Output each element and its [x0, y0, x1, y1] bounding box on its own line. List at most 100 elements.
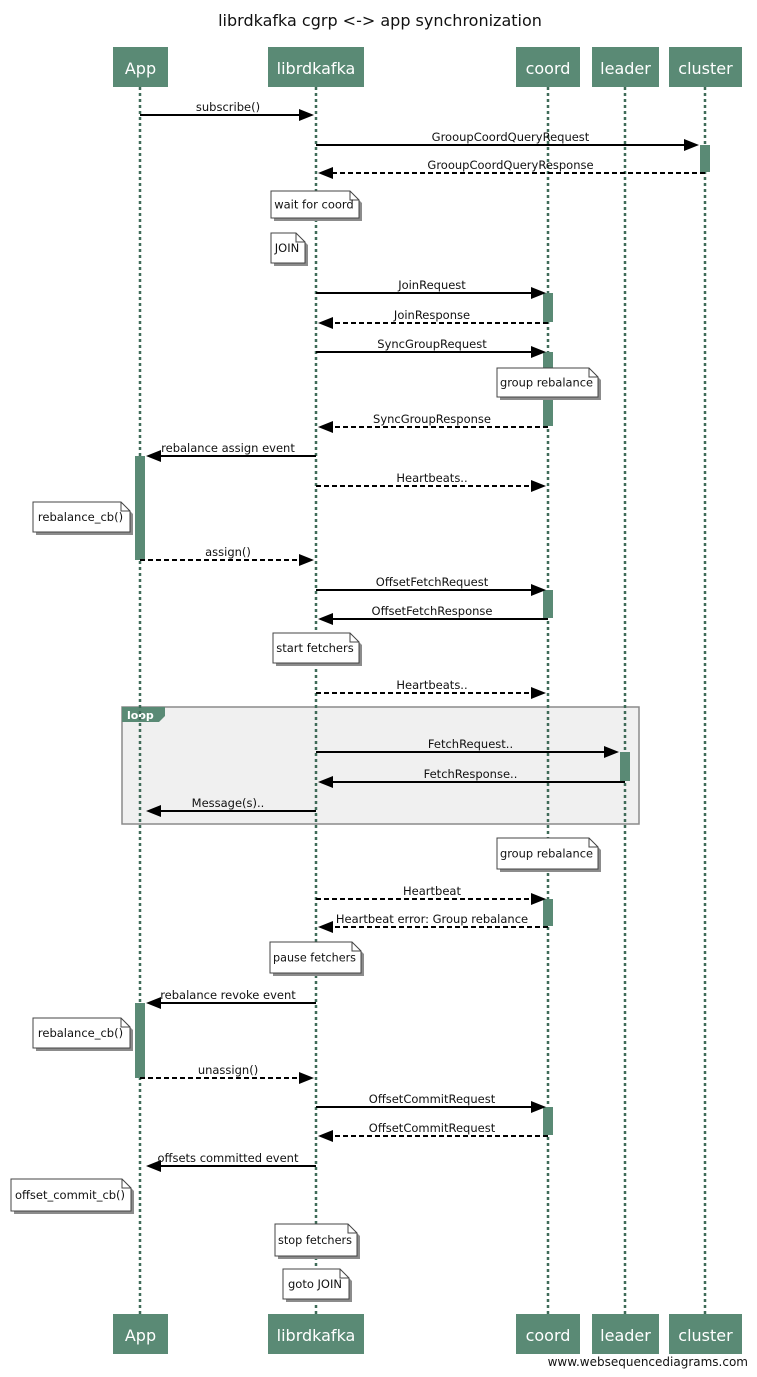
participant-coord-top: coord — [516, 47, 580, 87]
participant-label: cluster — [678, 1326, 733, 1345]
message-label: SyncGroupResponse — [373, 412, 491, 426]
message-arrow: OffsetFetchRequest — [316, 575, 546, 596]
message-arrow: SyncGroupResponse — [318, 412, 548, 433]
message-label: subscribe() — [196, 100, 260, 114]
message-arrow: FetchRequest.. — [316, 737, 619, 758]
message-label: Heartbeat error: Group rebalance — [336, 912, 528, 926]
message-label: SyncGroupRequest — [377, 337, 487, 351]
participant-label: cluster — [678, 59, 733, 78]
note: JOIN — [270, 232, 308, 266]
activation-app — [135, 456, 145, 560]
message-arrow: Message(s).. — [146, 796, 316, 817]
message-arrow: offsets committed event — [146, 1151, 316, 1172]
message-label: rebalance assign event — [161, 441, 295, 455]
message-arrow: Heartbeat — [316, 884, 546, 905]
message-arrow: Heartbeat error: Group rebalance — [318, 912, 548, 933]
message-arrow: subscribe() — [140, 100, 314, 121]
message-arrow: OffsetCommitRequest — [318, 1121, 548, 1142]
participant-coord-bottom: coord — [516, 1314, 580, 1354]
note-label: JOIN — [274, 241, 299, 255]
note: wait for coord — [270, 190, 362, 221]
participant-label: App — [125, 1326, 156, 1345]
message-label: FetchResponse.. — [424, 767, 518, 781]
message-arrow: Heartbeats.. — [316, 678, 546, 699]
message-arrow: JoinResponse — [318, 308, 548, 329]
message-label: unassign() — [198, 1063, 258, 1077]
loop-label: loop — [127, 709, 154, 722]
participant-cluster-bottom: cluster — [669, 1314, 742, 1354]
participant-leader-top: leader — [592, 47, 659, 87]
message-label: Heartbeats.. — [396, 678, 467, 692]
note-label: start fetchers — [276, 641, 353, 655]
activation-cluster — [700, 145, 710, 172]
participant-cluster-top: cluster — [669, 47, 742, 87]
message-arrow: GrooupCoordQueryResponse — [318, 158, 705, 179]
diagram-title: librdkafka cgrp <-> app synchronization — [218, 11, 542, 30]
participant-label: App — [125, 59, 156, 78]
message-arrow: rebalance revoke event — [146, 988, 316, 1009]
message-arrow: GrooupCoordQueryRequest — [316, 130, 699, 151]
message-label: FetchRequest.. — [428, 737, 513, 751]
message-arrow: OffsetFetchResponse — [318, 604, 548, 625]
message-label: GrooupCoordQueryResponse — [427, 158, 593, 172]
note: group rebalance — [496, 367, 601, 400]
loop-tab — [122, 707, 165, 722]
message-label: OffsetFetchRequest — [376, 575, 489, 589]
note: stop fetchers — [274, 1223, 360, 1259]
participant-app-bottom: App — [113, 1314, 168, 1354]
message-label: Heartbeat — [403, 884, 461, 898]
message-label: OffsetFetchResponse — [372, 604, 493, 618]
note-label: group rebalance — [500, 847, 593, 861]
message-label: OffsetCommitRequest — [369, 1092, 496, 1106]
note-label: wait for coord — [274, 198, 354, 212]
note-label: rebalance_cb() — [38, 510, 123, 524]
note: start fetchers — [272, 632, 362, 666]
note-label: pause fetchers — [273, 951, 356, 965]
participant-app-top: App — [113, 47, 168, 87]
activation-coord — [543, 293, 553, 322]
participant-label: coord — [526, 1326, 571, 1345]
footer-credit: www.websequencediagrams.com — [548, 1355, 748, 1369]
message-label: Heartbeats.. — [396, 471, 467, 485]
activation-coord — [543, 899, 553, 926]
activation-coord — [543, 1107, 553, 1135]
note: group rebalance — [496, 837, 601, 872]
messages: subscribe() GrooupCoordQueryRequestGrooup… — [140, 100, 705, 1172]
activation-leader — [620, 752, 630, 781]
message-arrow: SyncGroupRequest — [316, 337, 546, 358]
note-label: goto JOIN — [288, 1277, 342, 1291]
message-arrow: JoinRequest — [316, 278, 546, 299]
message-label: offsets committed event — [158, 1151, 299, 1165]
note-label: stop fetchers — [278, 1233, 352, 1247]
note-label: rebalance_cb() — [38, 1026, 123, 1040]
note: offset_commit_cb() — [10, 1178, 134, 1214]
message-label: assign() — [205, 545, 251, 559]
message-arrow: unassign() — [140, 1063, 314, 1084]
message-label: OffsetCommitRequest — [369, 1121, 496, 1135]
participant-leader-bottom: leader — [592, 1314, 659, 1354]
activation-coord — [543, 590, 553, 618]
participant-label: librdkafka — [277, 1326, 356, 1345]
lifelines — [138, 87, 707, 1314]
participant-label: librdkafka — [277, 59, 356, 78]
message-label: rebalance revoke event — [160, 988, 296, 1002]
loop-frame — [121, 706, 640, 825]
participant-label: coord — [526, 59, 571, 78]
message-arrow: OffsetCommitRequest — [316, 1092, 546, 1113]
activation-app — [135, 1003, 145, 1078]
participant-lib-bottom: librdkafka — [268, 1314, 364, 1354]
note-label: group rebalance — [500, 376, 593, 390]
message-label: GrooupCoordQueryRequest — [432, 130, 590, 144]
message-arrow: rebalance assign event — [146, 441, 316, 462]
message-label: JoinRequest — [397, 278, 466, 292]
loop-layer: loop — [121, 706, 640, 825]
note: goto JOIN — [282, 1268, 352, 1302]
message-arrow: FetchResponse.. — [318, 767, 625, 788]
message-arrow: Heartbeats.. — [316, 471, 546, 492]
message-label: Message(s).. — [192, 796, 265, 810]
note: rebalance_cb() — [32, 1017, 133, 1051]
message-arrow: assign() — [140, 545, 314, 566]
